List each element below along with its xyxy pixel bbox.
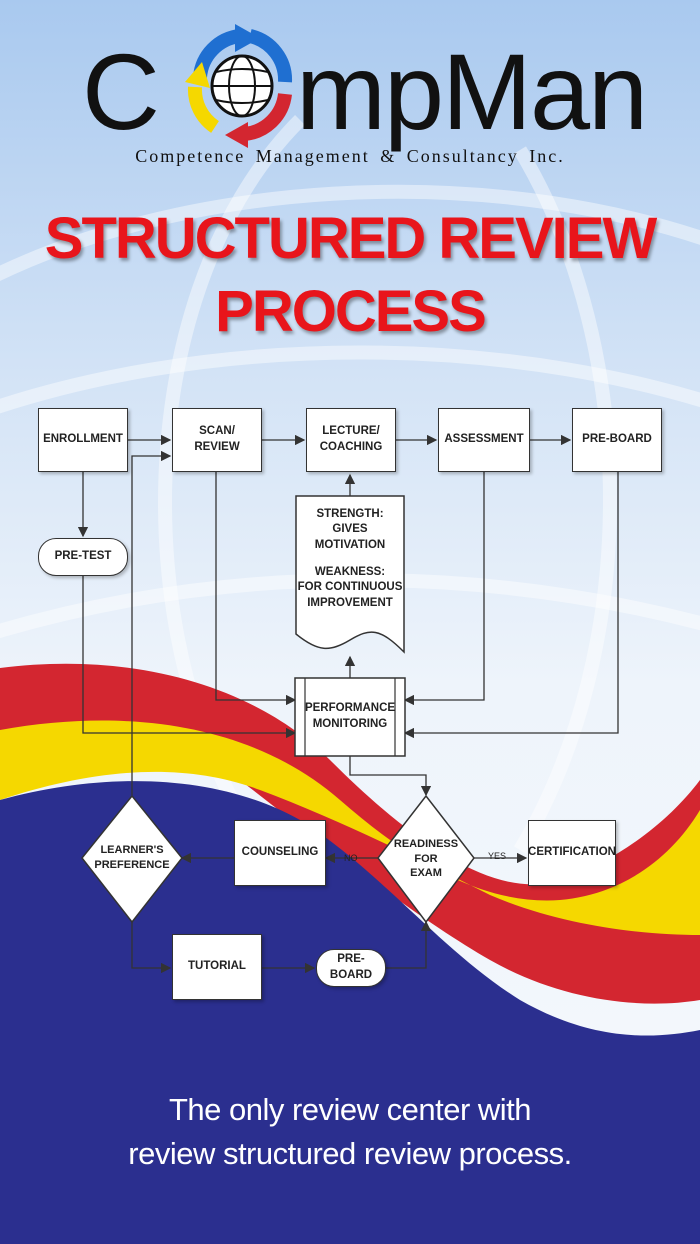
- readiness-diamond: [377, 794, 475, 924]
- counseling-box: COUNSELING: [234, 820, 326, 886]
- logo-letter-c: C: [82, 31, 160, 152]
- no-label: NO: [344, 853, 358, 863]
- yellow-wave: [0, 720, 700, 935]
- tutorial-box: TUTORIAL: [172, 934, 262, 1000]
- navy-background: [0, 781, 700, 1244]
- yes-label: YES: [488, 851, 507, 861]
- logo: C mpMan: [0, 22, 700, 152]
- lecture-coaching-box: LECTURE/ COACHING: [306, 408, 396, 472]
- performance-monitoring-box: PERFORMANCE MONITORING: [304, 702, 396, 730]
- page-title-line1: STRUCTURED REVIEW: [44, 206, 657, 271]
- note-strength: STRENGTH: GIVES MOTIVATION: [314, 507, 386, 551]
- note-document-shape: [295, 495, 405, 654]
- certification-box: CERTIFICATION: [528, 820, 616, 886]
- pre-test-box: PRE-TEST: [38, 538, 128, 576]
- learners-preference-diamond: [81, 794, 183, 924]
- scan-review-box: SCAN/ REVIEW: [172, 408, 262, 472]
- logo-wordmark: mpMan: [296, 31, 648, 152]
- globe-icon: [185, 24, 293, 148]
- pre-board-box-top: PRE-BOARD: [572, 408, 662, 472]
- pre-board-box-bottom: PRE-BOARD: [316, 949, 386, 987]
- enrollment-box: ENROLLMENT: [38, 408, 128, 472]
- readiness-label: READINESS FOR EXAM: [393, 837, 459, 880]
- assessment-box: ASSESSMENT: [438, 408, 530, 472]
- tagline: Competence Management & Consultancy Inc.: [135, 146, 565, 166]
- footer-line2: review structured review process.: [128, 1136, 572, 1171]
- note-weakness: WEAKNESS: FOR CONTINUOUS IMPROVEMENT: [297, 565, 403, 609]
- footer-line1: The only review center with: [168, 1092, 532, 1127]
- learners-preference-label: LEARNER'S PREFERENCE: [94, 844, 170, 871]
- page-title-line2: PROCESS: [215, 279, 487, 344]
